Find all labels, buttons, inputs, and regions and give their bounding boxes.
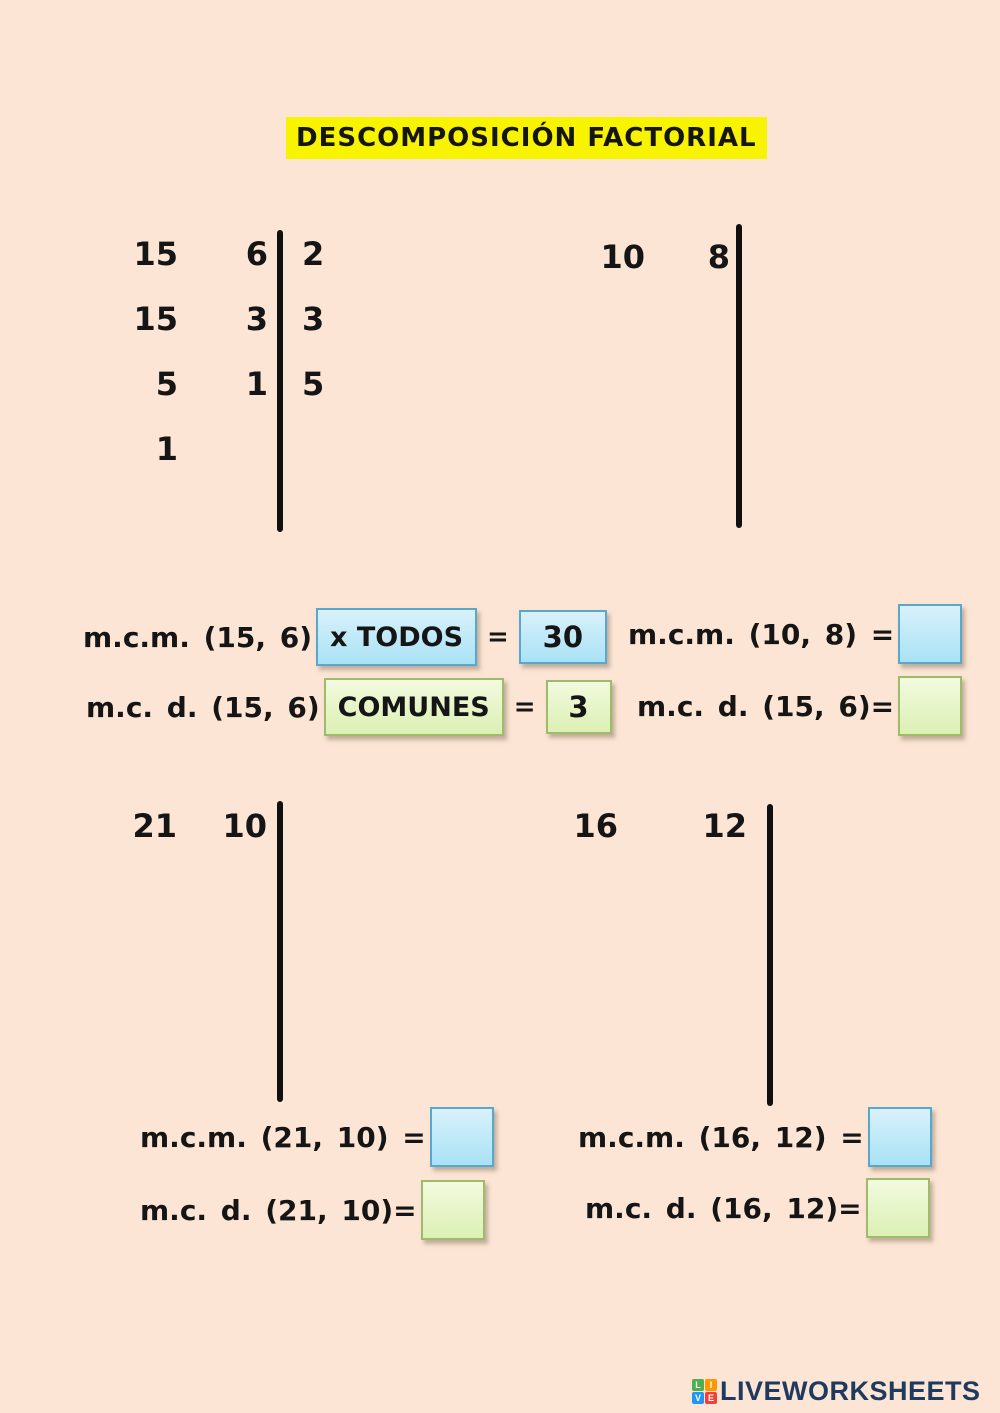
table-cell: 6	[245, 235, 268, 273]
liveworksheets-logo: L I V E LIVEWORKSHEETS	[692, 1376, 981, 1407]
table-cell	[178, 433, 268, 498]
table-cell: 12	[702, 807, 747, 845]
table-cell: 21	[132, 807, 177, 845]
table-cell: 3	[302, 300, 325, 338]
factor-table-15-6: 15 6 2 15 3 3 5 1 5 1	[130, 238, 363, 498]
equation-mcm-10-8: m.c.m. (10, 8) =	[628, 604, 963, 664]
equation-mcm-15-6: m.c.m. (15, 6) x TODOS = 30	[83, 606, 607, 668]
mcm-15-6-label: m.c.m. (15, 6)	[83, 620, 313, 654]
table-cell: 5	[302, 365, 325, 403]
liveworksheets-icon: L I V E	[692, 1379, 717, 1404]
table-cell: 10	[222, 807, 267, 845]
mcd-21-10-answer-box[interactable]	[420, 1180, 485, 1240]
table-cell: 1	[245, 365, 268, 403]
comunes-chip: COMUNES	[323, 678, 504, 736]
logo-tile-e: E	[705, 1392, 717, 1404]
equation-mcd-21-10: m.c. d. (21, 10)=	[140, 1179, 485, 1241]
logo-tile-v: V	[692, 1392, 704, 1404]
table-cell: 10	[600, 238, 645, 276]
table-cell: 3	[245, 300, 268, 338]
equation-mcd-10-8: m.c. d. (15, 6)=	[637, 676, 963, 736]
factor-table-16-12: 16 12	[555, 810, 747, 875]
mcd-16-12-label: m.c. d. (16, 12)=	[585, 1191, 862, 1225]
brand-text: LIVEWORKSHEETS	[720, 1376, 981, 1406]
logo-tile-l: L	[692, 1379, 704, 1391]
mcm-21-10-answer-box[interactable]	[429, 1107, 494, 1167]
table-cell: 8	[707, 238, 730, 276]
table-cell: 5	[155, 365, 178, 403]
table-cell: 16	[573, 807, 618, 845]
mcd-16-12-answer-box[interactable]	[865, 1178, 930, 1238]
equation-mcd-16-12: m.c. d. (16, 12)=	[585, 1177, 930, 1239]
mcm-10-8-label: m.c.m. (10, 8) =	[628, 617, 895, 651]
logo-tile-i: I	[705, 1379, 717, 1391]
mcd-10-8-label: m.c. d. (15, 6)=	[637, 689, 895, 723]
division-line	[736, 224, 742, 528]
equation-mcd-15-6: m.c. d. (15, 6) COMUNES = 3	[86, 676, 612, 738]
division-line	[767, 804, 773, 1106]
mcd-21-10-label: m.c. d. (21, 10)=	[140, 1193, 417, 1227]
equals-sign: =	[513, 692, 536, 722]
table-cell: 15	[133, 300, 178, 338]
division-line	[277, 230, 283, 532]
mcd-15-6-label: m.c. d. (15, 6)	[86, 690, 320, 724]
table-cell: 15	[133, 235, 178, 273]
table-cell: 2	[302, 235, 325, 273]
mcm-16-12-label: m.c.m. (16, 12) =	[578, 1120, 864, 1154]
factor-table-10-8: 10 8	[580, 241, 730, 306]
mcm-21-10-label: m.c.m. (21, 10) =	[140, 1120, 426, 1154]
equation-mcm-16-12: m.c.m. (16, 12) =	[578, 1106, 932, 1168]
todos-chip: x TODOS	[316, 608, 478, 666]
mcd-10-8-answer-box[interactable]	[898, 676, 963, 736]
factor-table-21-10: 21 10	[130, 810, 267, 875]
page-title: DESCOMPOSICIÓN FACTORIAL	[286, 117, 767, 159]
equation-mcm-21-10: m.c.m. (21, 10) =	[140, 1106, 494, 1168]
equals-sign: =	[487, 622, 509, 652]
division-line	[277, 801, 283, 1102]
table-cell: 1	[155, 430, 178, 468]
mcd-15-6-answer-box[interactable]: 3	[545, 680, 612, 734]
mcm-15-6-answer-box[interactable]: 30	[518, 610, 607, 664]
mcm-16-12-answer-box[interactable]	[867, 1107, 932, 1167]
mcm-10-8-answer-box[interactable]	[898, 604, 963, 664]
